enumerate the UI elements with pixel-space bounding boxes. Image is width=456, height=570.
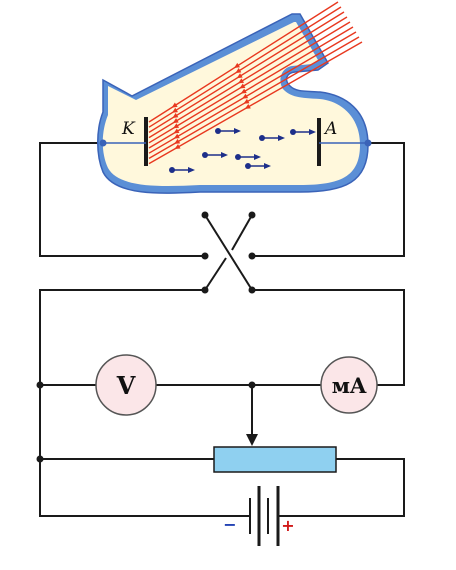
photoelectrons — [169, 128, 316, 173]
electron-arrowhead — [234, 128, 241, 134]
junction-dot — [36, 381, 44, 389]
electron — [259, 135, 265, 141]
electron — [290, 129, 296, 135]
light-ray-arrowhead — [173, 128, 180, 134]
wire-lower-left — [39, 289, 250, 517]
electron-arrowhead — [309, 129, 316, 135]
voltmeter-label: V — [116, 371, 136, 400]
electron-arrowhead — [254, 154, 261, 160]
junction-dot — [201, 286, 209, 294]
rheostat — [213, 446, 337, 473]
electron-arrowhead — [188, 167, 195, 173]
light-ray-arrowhead — [244, 103, 251, 109]
electron — [235, 154, 241, 160]
light-ray-arrowhead — [173, 123, 180, 129]
switch-blade-c — [204, 257, 227, 291]
battery-negative-sign: − — [223, 515, 236, 534]
light-ray — [148, 36, 360, 160]
junction-dots — [36, 211, 256, 463]
light-ray-arrowhead — [238, 78, 245, 84]
milliammeter-label: мA — [332, 373, 367, 398]
light-ray-arrowhead — [174, 138, 181, 144]
light-ray-arrowhead — [243, 98, 250, 104]
junction-dot — [36, 455, 44, 463]
light-ray-arrowhead — [242, 93, 249, 99]
light-ray — [148, 16, 348, 139]
tube-interior — [102, 22, 360, 187]
light-ray-arrowhead — [172, 118, 179, 124]
electron — [245, 163, 251, 169]
switch-blade-b — [231, 214, 253, 251]
junction-dot — [201, 252, 209, 260]
incident-light-rays — [148, 1, 363, 165]
junction-dot — [248, 286, 256, 294]
electron — [215, 128, 221, 134]
wire-from-rheostat-right — [278, 458, 405, 517]
light-ray — [148, 6, 342, 128]
electron — [202, 152, 208, 158]
cathode-label: K — [121, 119, 136, 139]
light-ray — [148, 31, 357, 154]
light-ray-arrowhead — [172, 112, 179, 118]
light-ray-arrowhead — [239, 83, 246, 89]
junction-dot — [248, 211, 256, 219]
light-ray — [148, 26, 354, 149]
light-ray — [148, 41, 363, 165]
electron-arrowhead — [278, 135, 285, 141]
light-ray-arrowhead — [234, 62, 241, 68]
light-ray-arrowhead — [236, 73, 243, 79]
wire-anode-right — [252, 142, 405, 257]
electron-arrowhead — [264, 163, 271, 169]
light-ray-arrowhead — [172, 107, 178, 113]
junction-dot — [248, 381, 256, 389]
light-ray-arrowhead — [240, 88, 247, 94]
battery — [249, 486, 280, 546]
rheostat-slider-arrow — [246, 434, 258, 446]
light-ray-arrowhead — [171, 102, 178, 108]
light-ray — [148, 1, 339, 123]
wire-lower-right — [252, 289, 405, 386]
junction-dot — [248, 252, 256, 260]
light-ray — [148, 21, 351, 144]
circuit-wires — [39, 142, 405, 517]
light-ray — [148, 11, 345, 133]
battery-positive-sign: + — [281, 516, 294, 535]
electron-arrowhead — [221, 152, 228, 158]
anode-label: A — [323, 119, 337, 139]
voltmeter: V — [95, 354, 157, 416]
electron — [169, 167, 175, 173]
wire-cathode-left — [39, 142, 205, 257]
light-ray-arrowhead — [235, 68, 242, 74]
light-ray-arrowhead — [173, 133, 180, 139]
junction-dot — [201, 211, 209, 219]
milliammeter: мA — [320, 356, 378, 414]
switch-blade-a — [204, 214, 253, 291]
light-ray-arrowhead — [174, 144, 181, 150]
